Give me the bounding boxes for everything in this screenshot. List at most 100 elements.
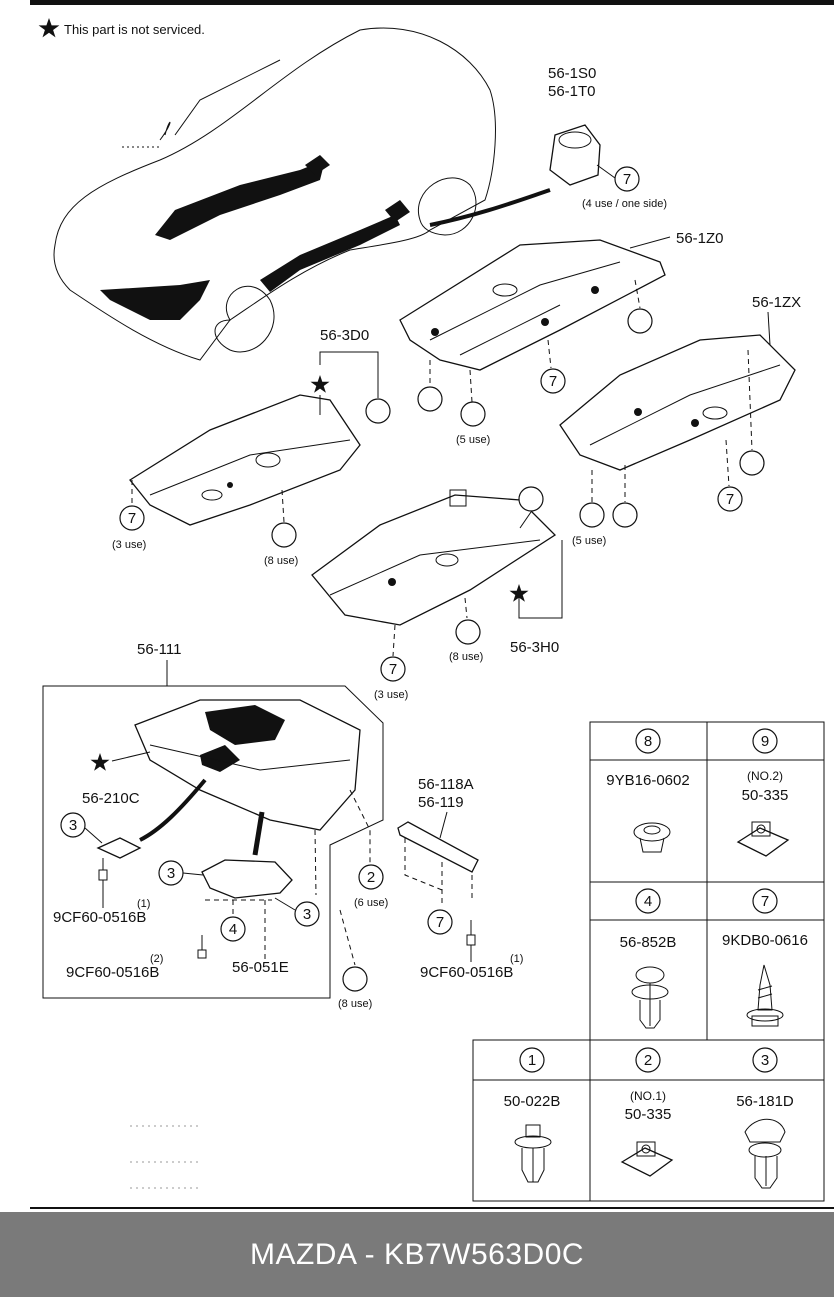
svg-text:7: 7 <box>389 661 397 678</box>
part-56-1zx-group: 56-1ZX 7 (5 use) <box>559 294 801 547</box>
part-56-3d0-group: 56-3D0 7 (3 use) (8 use) <box>112 327 391 567</box>
part-label-bolt: 9CF60-0516B <box>420 964 513 981</box>
footer-title: MAZDA - KB7W563D0C <box>249 1237 585 1271</box>
rivet-1-icon <box>514 1124 552 1183</box>
part-label-56-1t0: 56-1T0 <box>548 83 596 100</box>
part-label-56-111: 56-111 <box>137 641 181 658</box>
part-label-bolt: 9CF60-0516B <box>66 964 159 981</box>
svg-text:7: 7 <box>726 491 734 508</box>
svg-text:3: 3 <box>303 906 311 923</box>
part-label-56-1zx: 56-1ZX <box>752 294 801 311</box>
legend-cell-4: 4 56-852B <box>620 888 677 1029</box>
fastener-legend: 8 9YB16-0602 9 (NO.2) 50-335 4 56-852B <box>472 721 825 1202</box>
footer-banner: MAZDA - KB7W563D0C <box>0 1212 834 1297</box>
svg-text:50-335: 50-335 <box>742 787 789 804</box>
part-label-56-3d0: 56-3D0 <box>320 327 369 344</box>
star-icon <box>38 18 60 38</box>
svg-text:7: 7 <box>128 510 136 527</box>
svg-text:8: 8 <box>644 733 652 750</box>
star-icon <box>310 375 330 393</box>
qty-label: (1) <box>137 898 150 910</box>
callout-8 <box>739 450 765 476</box>
callout-4 <box>540 368 566 394</box>
part-label-56-118a: 56-118A <box>418 776 474 793</box>
callout-9 <box>365 398 391 424</box>
part-56-3h0-group: 56-3H0 (8 use) 7 (3 use) <box>311 486 563 701</box>
callout-4 <box>614 166 640 192</box>
svg-text:(NO.1): (NO.1) <box>630 1089 666 1103</box>
callout-8 <box>417 386 443 412</box>
legend-cell-8: 8 9YB16-0602 <box>606 728 690 853</box>
part-label-bolt: 9CF60-0516B <box>53 909 146 926</box>
part-label-56-1s0: 56-1S0 <box>548 65 596 82</box>
part-label-56-051e: 56-051E <box>232 959 289 976</box>
svg-text:4: 4 <box>229 921 237 938</box>
callout-4 <box>119 505 145 531</box>
svg-text:9: 9 <box>761 733 769 750</box>
part-label-56-210c: 56-210C <box>82 790 140 807</box>
svg-text:7: 7 <box>549 373 557 390</box>
svg-text:7: 7 <box>436 914 444 931</box>
callout-7 <box>460 401 486 427</box>
svg-text:7: 7 <box>761 893 769 910</box>
svg-text:50-335: 50-335 <box>625 1106 672 1123</box>
svg-text:50-022B: 50-022B <box>504 1093 561 1110</box>
callout-2 <box>294 901 320 927</box>
svg-text:56-181D: 56-181D <box>736 1093 794 1110</box>
qty-label: (4 use / one side) <box>582 198 667 210</box>
legend-cell-1: 1 50-022B <box>504 1047 561 1183</box>
qty-label: (6 use) <box>354 897 388 909</box>
callout-7 <box>271 522 297 548</box>
top-border <box>30 0 834 5</box>
callout-4 <box>380 656 406 682</box>
callout-8 <box>627 308 653 334</box>
push-clip-4-icon <box>631 966 669 1029</box>
qty-label: (8 use) <box>338 998 372 1010</box>
part-label-56-3h0: 56-3H0 <box>510 639 559 656</box>
part-56-118a-group: 56-118A 56-119 7 (1) 9CF60-0516B <box>397 776 523 981</box>
qty-label: (8 use) <box>264 555 298 567</box>
nut-clip-9-icon <box>736 821 790 857</box>
callout-1 <box>358 864 384 890</box>
clip-3-icon <box>744 1118 786 1189</box>
clip-8-icon <box>633 822 671 853</box>
callout-7 <box>455 619 481 645</box>
faint-marks <box>130 1125 200 1189</box>
note-text: This part is not serviced. <box>64 22 205 37</box>
star-icon <box>90 753 110 771</box>
svg-text:3: 3 <box>69 817 77 834</box>
part-56-111-group: 56-111 56-210C 3 (1) 9CF60-0516B 3 3 4 (… <box>42 641 388 1010</box>
screw-7-icon <box>746 964 784 1027</box>
nut-clip-2-icon <box>620 1141 674 1177</box>
legend-cell-2: 2 (NO.1) 50-335 <box>620 1047 674 1177</box>
legend-cell-9: 9 (NO.2) 50-335 <box>736 728 790 857</box>
svg-text:4: 4 <box>644 893 652 910</box>
svg-text:9YB16-0602: 9YB16-0602 <box>606 772 689 789</box>
svg-text:3: 3 <box>167 865 175 882</box>
svg-text:(NO.2): (NO.2) <box>747 769 783 783</box>
star-icon <box>509 584 529 602</box>
callout-4 <box>427 909 453 935</box>
qty-label: (8 use) <box>449 651 483 663</box>
svg-text:3: 3 <box>761 1052 769 1069</box>
qty-label: (3 use) <box>374 689 408 701</box>
part-label-56-1z0: 56-1Z0 <box>676 230 724 247</box>
vehicle-outline <box>53 27 551 361</box>
svg-text:7: 7 <box>623 171 631 188</box>
part-56-1z0-group: 56-1Z0 7 (5 use) <box>399 230 724 446</box>
callout-3 <box>220 916 246 942</box>
part-56-1s0-group: 56-1S0 56-1T0 7 (4 use / one side) <box>548 65 667 210</box>
part-label-56-119: 56-119 <box>418 794 464 811</box>
callout-4 <box>717 486 743 512</box>
svg-text:9KDB0-0616: 9KDB0-0616 <box>722 932 808 949</box>
qty-label: (2) <box>150 953 163 965</box>
legend-cell-7: 7 9KDB0-0616 <box>722 888 808 1027</box>
svg-text:56-852B: 56-852B <box>620 934 677 951</box>
qty-label: (5 use) <box>572 535 606 547</box>
not-serviced-note: This part is not serviced. <box>38 18 205 38</box>
callout-7 <box>342 966 368 992</box>
svg-text:2: 2 <box>367 869 375 886</box>
callout-2 <box>60 812 86 838</box>
callout-9 <box>518 486 544 512</box>
legend-cell-3: 3 56-181D <box>736 1047 794 1189</box>
